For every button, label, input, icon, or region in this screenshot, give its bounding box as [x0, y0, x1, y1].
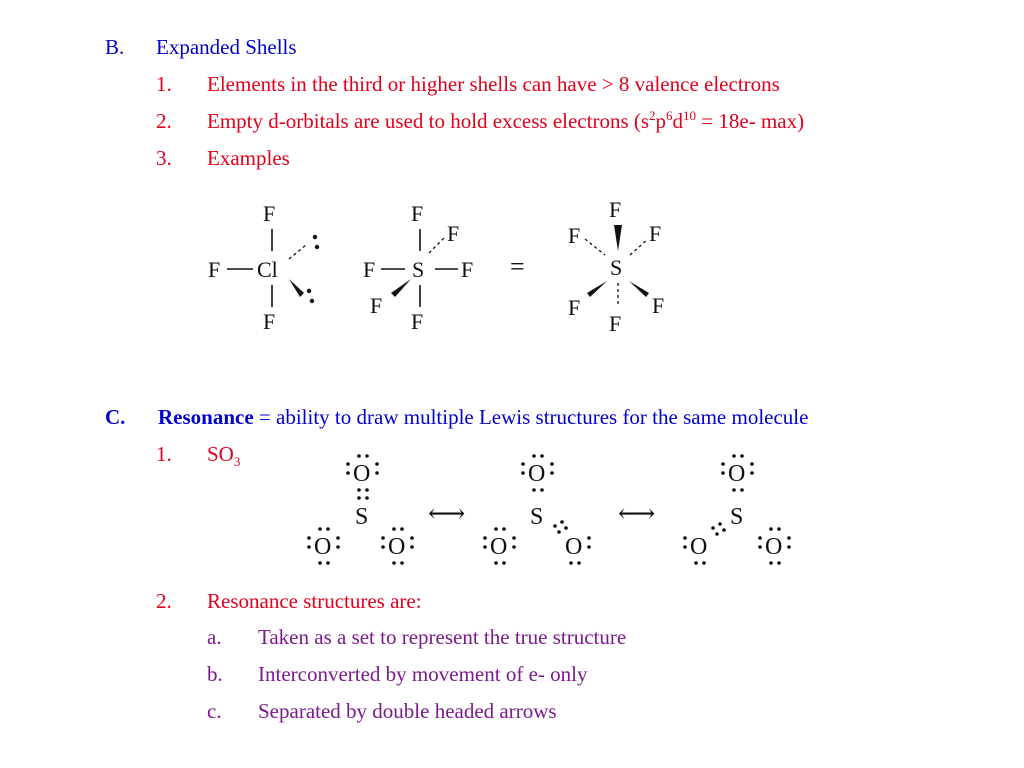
- superscript: 6: [666, 108, 673, 123]
- so3-structure-3: O S O O: [683, 454, 791, 565]
- atom-label: F: [652, 293, 664, 318]
- item-text-after: = 18e- max): [696, 109, 805, 133]
- subitem-marker: b.: [207, 662, 223, 686]
- subitem-marker: a.: [207, 625, 222, 649]
- atom-label: F: [447, 221, 459, 246]
- oxygen-label: O: [388, 534, 405, 560]
- item-text-before: Empty d-orbitals are used to hold excess…: [207, 109, 650, 133]
- subitem-text: Interconverted by movement of e- only: [258, 662, 588, 686]
- item-text: SO3: [207, 441, 241, 470]
- section-b-marker: B.: [105, 35, 125, 59]
- atom-label: F: [411, 201, 423, 226]
- so3-structure-2: O S O O: [483, 454, 591, 565]
- section-b-title: Expanded Shells: [156, 35, 297, 59]
- section-c-text: Resonance = ability to draw multiple Lew…: [158, 404, 808, 430]
- oxygen-label: O: [528, 461, 545, 487]
- section-c-definition: = ability to draw multiple Lewis structu…: [253, 405, 809, 429]
- center-atom-label: Cl: [257, 257, 278, 282]
- oxygen-label: O: [728, 461, 745, 487]
- atom-label: F: [649, 221, 661, 246]
- equals-sign: =: [510, 252, 525, 281]
- sulfur-label: S: [730, 504, 743, 530]
- item-text: Examples: [207, 146, 290, 170]
- item-text-d: d: [672, 109, 684, 133]
- item-text: Empty d-orbitals are used to hold excess…: [207, 108, 804, 134]
- oxygen-label: O: [565, 534, 582, 560]
- item-text-p: p: [655, 109, 667, 133]
- sulfur-label: S: [355, 504, 368, 530]
- atom-label: F: [461, 257, 473, 282]
- atom-label: F: [208, 257, 220, 282]
- section-c-marker: C.: [105, 405, 126, 429]
- resonance-arrow: ⟷: [618, 499, 655, 528]
- center-atom-label: S: [610, 255, 622, 280]
- oxygen-label: O: [765, 534, 782, 560]
- resonance-arrow: ⟷: [428, 499, 465, 528]
- superscript: 10: [683, 108, 697, 123]
- subitem-marker: c.: [207, 699, 222, 723]
- so3-resonance-structures: O S O O ⟷ O S: [307, 454, 791, 565]
- atom-label: F: [568, 223, 580, 248]
- section-c-title: Resonance: [158, 405, 254, 429]
- oxygen-label: O: [353, 461, 370, 487]
- center-atom-label: S: [412, 257, 424, 282]
- item-marker: 2.: [156, 589, 172, 613]
- item-marker: 2.: [156, 109, 172, 133]
- subitem-text: Taken as a set to represent the true str…: [258, 625, 627, 649]
- sf6-structure-a: F F F S F F F: [363, 201, 473, 334]
- item-marker: 3.: [156, 146, 172, 170]
- expanded-shell-structures: F F Cl F F F F S F F F = F F F: [208, 197, 664, 336]
- atom-label: F: [263, 201, 275, 226]
- subscript: 3: [233, 454, 241, 470]
- item-text: Elements in the third or higher shells c…: [207, 72, 780, 96]
- item-marker: 1.: [156, 442, 172, 466]
- atom-label: F: [363, 257, 375, 282]
- atom-label: F: [609, 311, 621, 336]
- oxygen-label: O: [490, 534, 507, 560]
- atom-label: F: [411, 309, 423, 334]
- oxygen-label: O: [314, 534, 331, 560]
- oxygen-label: O: [690, 534, 707, 560]
- formula-text: SO: [207, 442, 234, 466]
- atom-label: F: [568, 295, 580, 320]
- item-text: Resonance structures are:: [207, 589, 422, 613]
- so3-structure-1: O S O O: [307, 454, 414, 565]
- sf6-structure-b: F F F S F F F: [568, 197, 664, 336]
- clf3-structure: F F Cl F: [208, 201, 320, 334]
- item-marker: 1.: [156, 72, 172, 96]
- atom-label: F: [263, 309, 275, 334]
- subitem-text: Separated by double headed arrows: [258, 699, 557, 723]
- atom-label: F: [609, 197, 621, 222]
- superscript: 2: [649, 108, 656, 123]
- sulfur-label: S: [530, 504, 543, 530]
- atom-label: F: [370, 293, 382, 318]
